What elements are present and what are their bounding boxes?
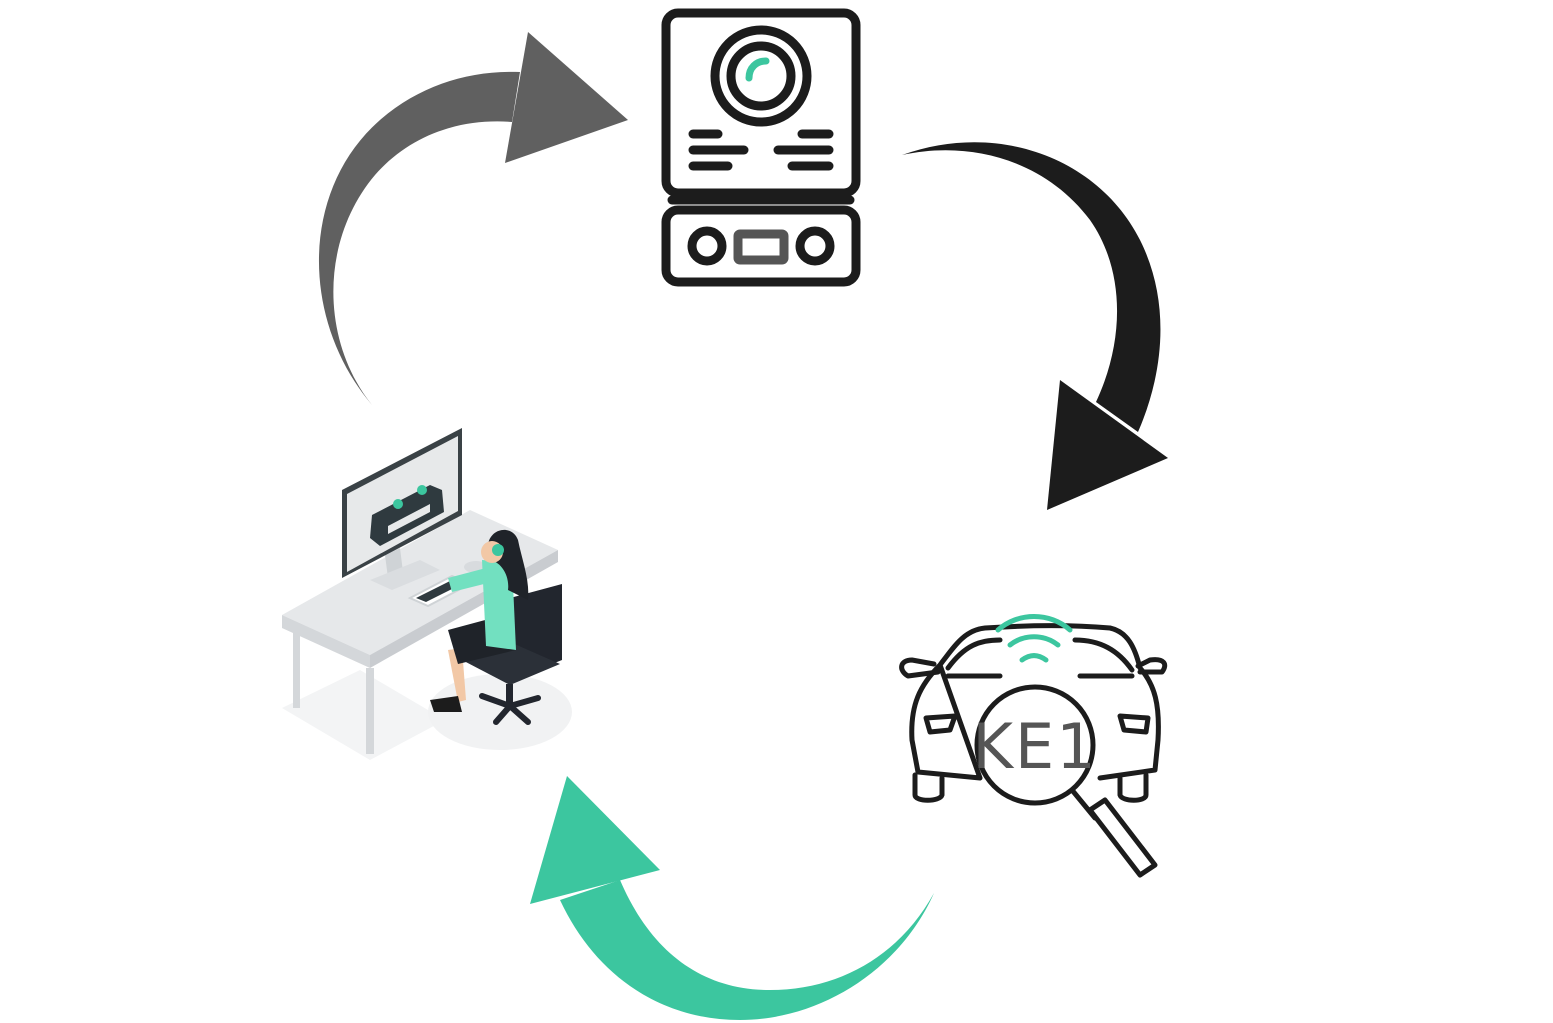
screen-passenger — [417, 485, 427, 495]
car-windshield — [945, 637, 1135, 673]
plate-text: KE1 — [972, 710, 1097, 783]
car-headlight-left — [923, 713, 958, 735]
gray-arrow-shaft — [318, 71, 520, 406]
arrow-camera-to-car — [902, 142, 1168, 510]
magnifier-handle — [1087, 797, 1158, 878]
lens-glint — [745, 57, 770, 82]
person-shoes — [430, 696, 462, 712]
car-headlight-right — [1117, 713, 1151, 735]
operator-workstation-icon — [282, 428, 572, 760]
chair-legs — [479, 693, 541, 725]
person-arm — [448, 568, 492, 592]
floor-shadow — [282, 670, 445, 760]
device-upper-panel — [661, 8, 861, 198]
desk-leg-front — [366, 668, 374, 754]
screen-car-grille — [388, 504, 430, 534]
arrow-car-to-operator — [530, 776, 934, 1020]
car-mirror-right — [1135, 657, 1168, 675]
desk-front — [282, 615, 370, 668]
wifi-signal-icon — [995, 614, 1073, 663]
green-arrow-shaft — [560, 880, 934, 1020]
camera-lens-outer — [710, 25, 812, 127]
chair-post — [506, 684, 513, 706]
camera-lens-inner — [726, 41, 796, 111]
gray-arrow-head — [505, 32, 628, 163]
desk-leg-left — [293, 628, 300, 708]
green-arrow-head — [530, 776, 660, 904]
device-button-right — [795, 226, 835, 266]
screen-driver — [393, 499, 403, 509]
car-wheel-right — [1117, 772, 1149, 803]
car-body-outline — [909, 623, 1161, 781]
black-arrow-shaft — [902, 142, 1161, 432]
device-button-left — [687, 226, 727, 266]
arrow-operator-to-camera — [318, 32, 628, 406]
car-mirror-left — [899, 657, 941, 679]
person-torso — [482, 560, 516, 650]
camera-device-icon — [661, 8, 861, 287]
magnifier-icon — [974, 684, 1158, 878]
device-display-slot — [733, 229, 789, 265]
monitor-base — [370, 560, 440, 590]
magnifier-lens — [974, 684, 1096, 806]
device-lower-panel — [661, 205, 861, 287]
headset-icon — [492, 544, 504, 556]
black-arrow-head — [1047, 380, 1168, 510]
car-plate-recognition-icon: KE1 — [899, 614, 1168, 878]
car-wheel-left — [912, 772, 945, 803]
